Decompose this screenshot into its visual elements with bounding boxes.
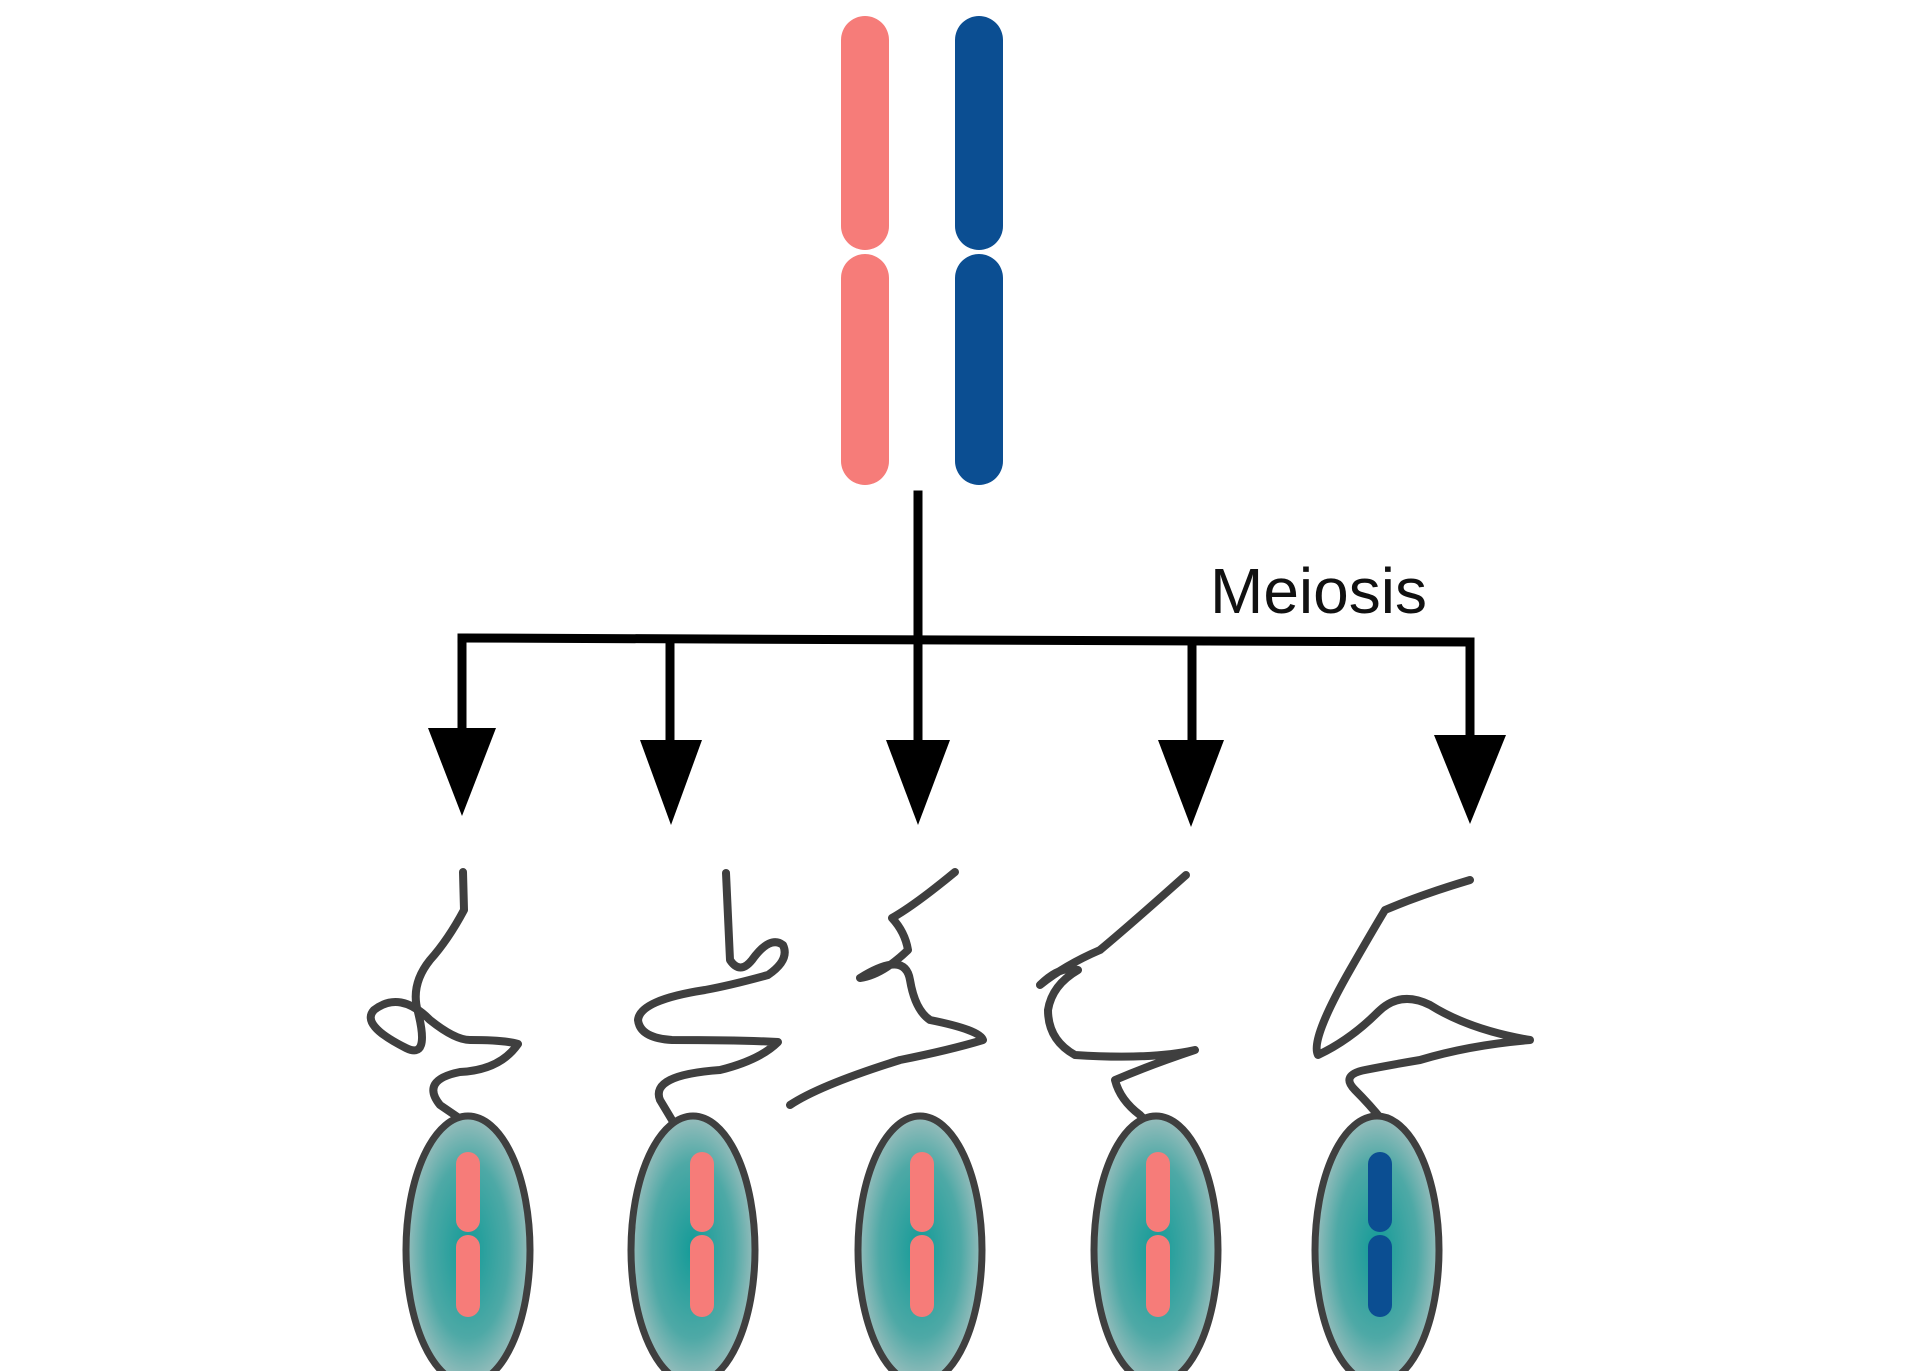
sperm-heads — [402, 1112, 1443, 1371]
sperm-2 — [627, 1112, 759, 1371]
sperm-chromosome-3-upper — [910, 1152, 934, 1232]
parent-chromosome-pair — [841, 16, 1003, 485]
sperm-tail-3 — [786, 868, 987, 1109]
maternal-chromosome-lower-arm — [841, 254, 889, 485]
sperm-chromosome-4-lower — [1146, 1235, 1170, 1317]
sperm-tails — [366, 868, 1534, 1124]
sperm-3 — [854, 1112, 986, 1371]
paternal-chromosome-lower-arm — [955, 254, 1003, 485]
sperm-tail-4 — [1036, 871, 1199, 1124]
sperm-tail-2 — [634, 869, 789, 1124]
sperm-1 — [402, 1112, 534, 1371]
sperm-chromosome-3-lower — [910, 1235, 934, 1317]
maternal-chromosome — [841, 16, 889, 485]
arrowhead-5 — [1434, 735, 1506, 824]
sperm-chromosome-5-lower — [1368, 1235, 1392, 1317]
paternal-chromosome — [955, 16, 1003, 485]
sperm-chromosome-2-upper — [690, 1152, 714, 1232]
sperm-4 — [1090, 1112, 1222, 1371]
sperm-chromosome-1-upper — [456, 1152, 480, 1232]
arrowhead-3 — [886, 740, 950, 825]
paternal-chromosome-upper-arm — [955, 16, 1003, 250]
sperm-chromosome-2-lower — [690, 1235, 714, 1317]
sperm-chromosome-5-upper — [1368, 1152, 1392, 1232]
arrowhead-1 — [428, 728, 496, 816]
meiosis-branch-lines — [457, 490, 1475, 750]
sperm-chromosome-1-lower — [456, 1235, 480, 1317]
arrowheads — [428, 728, 1506, 827]
sperm-5 — [1311, 1112, 1443, 1371]
sperm-chromosome-4-upper — [1146, 1152, 1170, 1232]
arrowhead-4 — [1158, 740, 1224, 827]
sperm-tail-5 — [1312, 876, 1534, 1124]
maternal-chromosome-upper-arm — [841, 16, 889, 250]
meiosis-label: Meiosis — [1210, 555, 1427, 627]
branch-horizontal-line — [457, 633, 1475, 647]
arrowhead-2 — [640, 740, 702, 825]
sperm-tail-1 — [366, 868, 522, 1124]
